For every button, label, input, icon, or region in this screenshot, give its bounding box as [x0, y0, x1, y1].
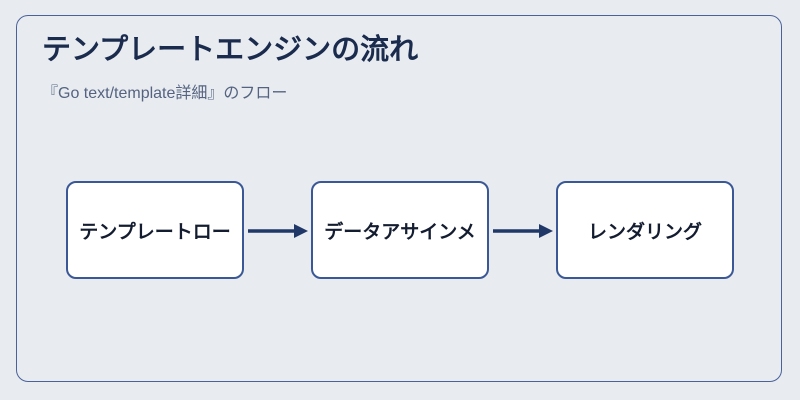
node-template-load: テンプレートロー — [66, 181, 244, 279]
node-rendering: レンダリング — [556, 181, 734, 279]
node-label: テンプレートロー — [79, 220, 231, 243]
diagram-subtitle: 『Go text/template詳細』のフロー — [42, 85, 288, 102]
node-label: データアサインメ — [324, 220, 476, 243]
node-label: レンダリング — [587, 220, 702, 243]
diagram-title: テンプレートエンジンの流れ — [42, 32, 419, 66]
node-data-assign: データアサインメ — [311, 181, 489, 279]
